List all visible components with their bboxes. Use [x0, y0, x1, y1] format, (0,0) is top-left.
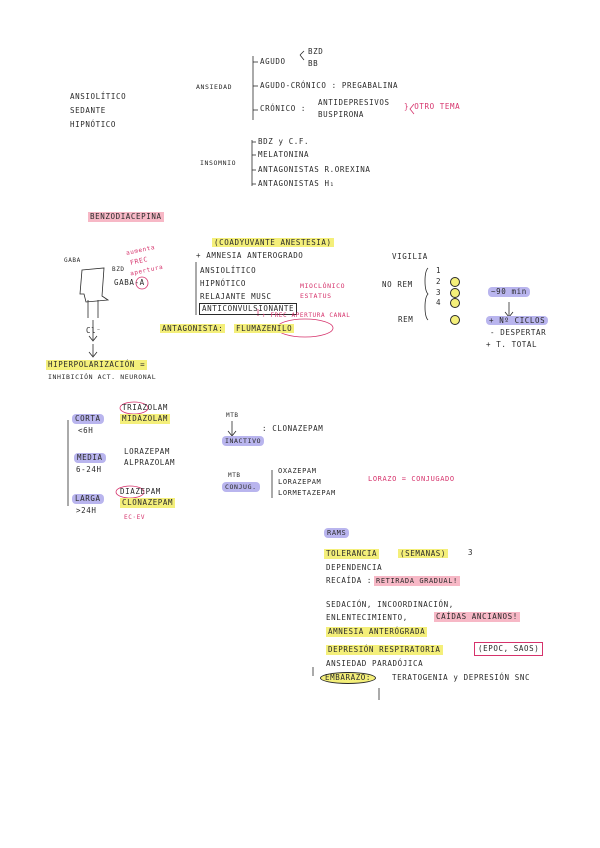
semanas-label: (SEMANAS) — [398, 549, 449, 558]
recaida-label: RECAÍDA : — [326, 576, 373, 585]
teratogenia-label: TERATOGENIA y DEPRESIÓN SNC — [392, 673, 531, 682]
ansiolitico-label: ANSIOLÍTICO — [70, 92, 127, 101]
media-label: MEDIA — [74, 453, 106, 463]
corta-label: CORTA — [72, 414, 104, 424]
inhibicion-label: INHIBICIÓN ACT. NEURONAL — [48, 373, 157, 381]
inactivo-label: INACTIVO — [222, 436, 265, 446]
mtb-label: MTB — [228, 472, 241, 479]
drug-item: CLONAZEPAM — [120, 498, 176, 508]
conj-drug: LORAZEPAM — [278, 478, 322, 486]
gaba-label: GABA — [64, 257, 81, 264]
bzd-small-label: BZD — [112, 266, 125, 273]
conj-drug: LORMETAZEPAM — [278, 489, 336, 497]
frec-apertura-note: ↑ FREC APERTURA CANAL — [262, 312, 351, 319]
conjug-label: CONJUG. — [222, 482, 260, 492]
effect-item: RELAJANTE MUSC — [200, 292, 272, 301]
effect-item-boxed: ANTICONVULSIONANTE — [199, 303, 298, 315]
drug-item: LORAZEPAM — [124, 447, 171, 456]
agudo-label: AGUDO — [260, 57, 286, 66]
amnesia-label: + AMNESIA ANTEROGRADO — [196, 251, 304, 260]
tolerancia-label: TOLERANCIA — [324, 549, 380, 559]
mtb-label: MTB — [226, 412, 239, 419]
embarazo-label: EMBARAZO: — [320, 672, 377, 684]
stage-2: 2 — [436, 277, 442, 286]
otro-tema-note: } OTRO TEMA — [404, 102, 461, 111]
decrease-icon — [450, 288, 460, 298]
ev-note: EC·EV — [124, 514, 146, 521]
decrease-icon — [450, 315, 460, 325]
hipnotico-label: HIPNÓTICO — [70, 120, 117, 129]
retirada-gradual: RETIRADA GRADUAL! — [374, 576, 460, 586]
insomnio-item: MELATONINA — [258, 150, 310, 159]
antagonista-label: ANTAGONISTA: — [160, 324, 226, 333]
depresion-respiratoria: DEPRESIÓN RESPIRATORIA — [326, 645, 443, 655]
no-rem-label: NO REM — [382, 280, 413, 289]
ansiedad-paradojica: ANSIEDAD PARADÓJICA — [326, 659, 424, 668]
insomnio-item: ANTAGONISTAS R.OREXINA — [258, 165, 371, 174]
increase-icon — [450, 277, 460, 287]
stage-1: 1 — [436, 266, 442, 275]
n-ciclos-label: + Nº CICLOS — [486, 316, 549, 326]
drug-item: DIAZEPAM — [120, 487, 161, 496]
hiperpolarizacion-label: HIPERPOLARIZACIÓN = — [46, 360, 148, 370]
caidas-ancianos: CAÍDAS ANCIANOS! — [434, 612, 520, 622]
three-mark: 3 — [468, 548, 474, 557]
dependencia-label: DEPENDENCIA — [326, 563, 383, 572]
drug-item: TRIAZOLAM — [122, 403, 169, 412]
vigilia-label: VIGILIA — [392, 252, 428, 261]
drug-item: ALPRAZOLAM — [124, 458, 176, 467]
amnesia-anterograda: AMNESIA ANTERÓGRADA — [326, 627, 428, 637]
estatus-note: ESTATUS — [300, 292, 332, 300]
epoc-saos-box: (EPOC, SAOS) — [474, 642, 544, 656]
enlentecimiento-label: ENLENTECIMIENTO, — [326, 613, 408, 622]
mioclonico-note: MIOCLÓNICO — [300, 282, 346, 290]
stage-3: 3 — [436, 288, 442, 297]
clonazepam-mtb: : CLONAZEPAM — [262, 424, 324, 433]
insomnio-label: INSOMNIO — [200, 159, 237, 167]
section-title-bzd: BENZODIACEPINA — [88, 212, 164, 222]
insomnio-item: BDZ y C.F. — [258, 137, 310, 146]
chloride-label: Cl⁻ — [86, 326, 102, 335]
insomnio-item: ANTAGONISTAS H₁ — [258, 179, 335, 188]
ram-title: RAMS — [324, 528, 350, 538]
larga-label: LARGA — [72, 494, 104, 504]
despertar-label: - DESPERTAR — [490, 328, 547, 337]
drug-item: MIDAZOLAM — [120, 414, 171, 424]
gaba-a-label: GABA-A — [114, 278, 145, 287]
agudo-cronico-line: AGUDO-CRÓNICO : PREGABALINA — [260, 81, 399, 90]
cronico-label: CRÓNICO : — [260, 104, 307, 113]
media-hours: 6-24H — [76, 465, 102, 474]
conj-drug: OXAZEPAM — [278, 467, 317, 475]
bb-label: BB — [308, 59, 319, 68]
t-total-label: + T. TOTAL — [486, 340, 538, 349]
largo-conjugado-note: LORAZO = CONJUGADO — [368, 475, 455, 483]
effect-item: HIPNÓTICO — [200, 279, 247, 288]
stage-4: 4 — [436, 298, 442, 307]
ciclo-90-label: ~90 min — [488, 287, 530, 297]
effect-item: ANSIOLÍTICO — [200, 266, 257, 275]
buspirona-label: BUSPIRONA — [318, 110, 365, 119]
sedante-label: SEDANTE — [70, 106, 106, 115]
bzd-label: BZD — [308, 47, 324, 56]
coadyuvante-label: (COADYUVANTE ANESTESIA) — [212, 238, 334, 247]
corta-hours: <6H — [78, 426, 94, 435]
larga-hours: >24H — [76, 506, 97, 515]
decrease-icon — [450, 298, 460, 308]
sedacion-label: SEDACIÓN, INCOORDINACIÓN, — [326, 600, 454, 609]
antidepresivos-label: ANTIDEPRESIVOS — [318, 98, 390, 107]
ansiedad-label: ANSIEDAD — [196, 83, 233, 91]
flumazenilo-label: FLUMAZENILO — [234, 324, 295, 333]
rem-label: REM — [398, 315, 414, 324]
